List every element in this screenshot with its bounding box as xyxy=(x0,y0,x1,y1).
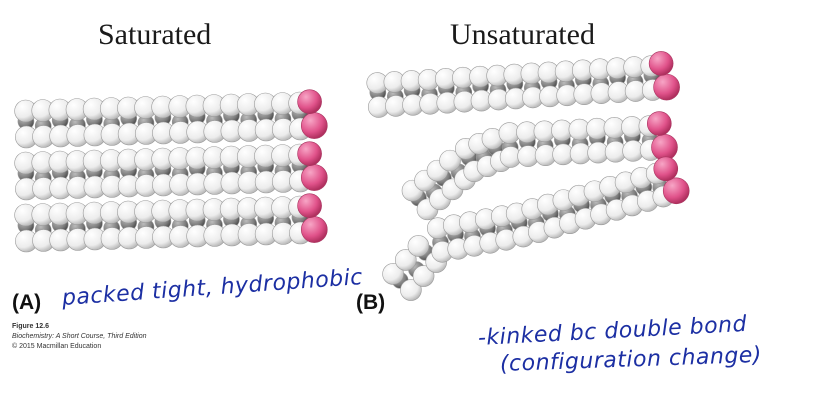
oxygen-atom xyxy=(297,141,322,167)
unsaturated-heading: Unsaturated xyxy=(450,18,595,51)
panel-a-label: (A) xyxy=(12,291,42,314)
saturated-fatty-acids xyxy=(14,89,328,253)
oxygen-atom xyxy=(297,89,322,115)
figure-source: Biochemistry: A Short Course, Third Edit… xyxy=(12,333,147,340)
figure-copyright: © 2015 Macmillan Education xyxy=(12,343,102,350)
oxygen-atom xyxy=(300,216,328,243)
oxygen-atom xyxy=(662,177,690,205)
panel-b-label: (B) xyxy=(356,291,386,314)
oxygen-atom xyxy=(648,51,674,76)
oxygen-atom xyxy=(297,193,322,219)
oxygen-atom xyxy=(653,156,679,182)
hydrogen-atom xyxy=(400,279,422,301)
hydrogen-atom xyxy=(394,249,417,271)
figure-number: Figure 12.6 xyxy=(12,323,49,330)
hydrogen-atom xyxy=(407,235,430,257)
saturated-heading: Saturated xyxy=(98,18,212,51)
hydrogen-atom xyxy=(439,149,461,172)
hydrogen-atom xyxy=(382,263,404,285)
hydrogen-atom xyxy=(412,265,435,287)
oxygen-atom xyxy=(646,111,672,136)
oxygen-atom xyxy=(651,133,678,161)
oxygen-atom xyxy=(653,73,680,101)
oxygen-atom xyxy=(300,112,328,139)
unsaturated-fatty-acids xyxy=(366,51,690,301)
oxygen-atom xyxy=(300,164,328,191)
